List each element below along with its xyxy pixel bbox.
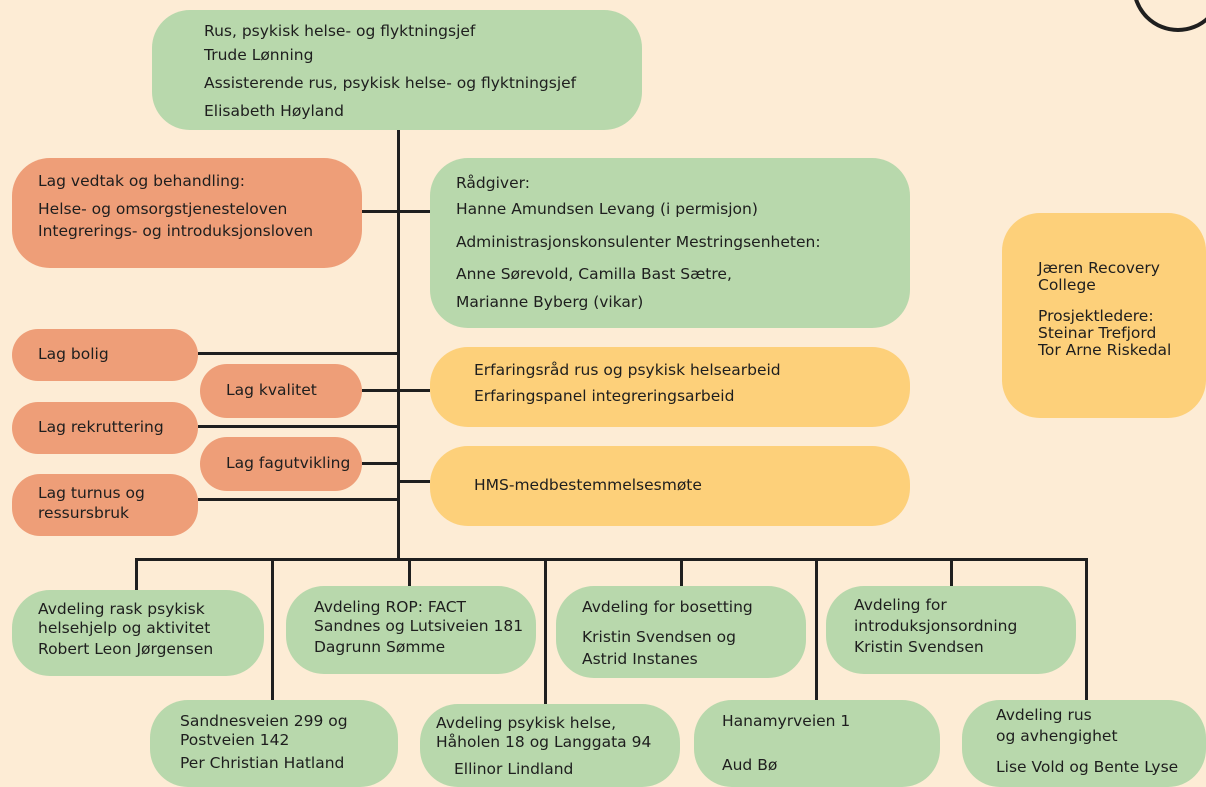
unit-psykisk-title-2: Håholen 18 og Langgata 94 (436, 733, 652, 751)
connector-fagutvikling (362, 462, 398, 465)
unit-hanamyr-name: Aud Bø (722, 756, 778, 774)
unit-rop-box: Avdeling ROP: FACT Sandnes og Lutsiveien… (286, 586, 536, 674)
radgiver-box: Rådgiver: Hanne Amundsen Levang (i permi… (430, 158, 910, 328)
top-assistant-name: Elisabeth Høyland (204, 102, 344, 120)
unit-intro-title-1: Avdeling for (854, 596, 947, 614)
lag-turnus-box: Lag turnus og ressursbruk (12, 474, 198, 536)
radgiver-name: Hanne Amundsen Levang (i permisjon) (456, 200, 758, 218)
lag-kvalitet-label: Lag kvalitet (226, 381, 317, 399)
unit-sandnesveien-name: Per Christian Hatland (180, 754, 345, 772)
college-name-2: Tor Arne Riskedal (1038, 341, 1172, 359)
unit-sandnesveien-title-2: Postveien 142 (180, 731, 290, 749)
college-name-1: Steinar Trefjord (1038, 324, 1157, 342)
unit-psykisk-name: Ellinor Lindland (454, 760, 574, 778)
drop-rus (1085, 558, 1088, 702)
college-role: Prosjektledere: (1038, 307, 1154, 325)
unit-rus-title-2: og avhengighet (996, 727, 1118, 745)
admin-names-2: Marianne Byberg (vikar) (456, 293, 644, 311)
erfaring-box: Erfaringsråd rus og psykisk helsearbeid … (430, 347, 910, 427)
drop-hanamyr (815, 558, 818, 702)
unit-bosetting-title: Avdeling for bosetting (582, 598, 753, 616)
unit-intro-name: Kristin Svendsen (854, 638, 984, 656)
lag-bolig-label: Lag bolig (38, 345, 109, 363)
admin-title: Administrasjonskonsulenter Mestringsenhe… (456, 233, 821, 251)
drop-rask (135, 558, 138, 590)
unit-hanamyr-title: Hanamyrveien 1 (722, 712, 851, 730)
lag-kvalitet-box: Lag kvalitet (200, 364, 362, 418)
unit-psykisk-title-1: Avdeling psykisk helse, (436, 714, 616, 732)
unit-sandnesveien-title-1: Sandnesveien 299 og (180, 712, 348, 730)
unit-hanamyr-box: Hanamyrveien 1 Aud Bø (694, 700, 940, 787)
lag-turnus-label-2: ressursbruk (38, 504, 130, 522)
logo-circle (1132, 0, 1206, 32)
unit-rop-title-1: Avdeling ROP: FACT (314, 598, 467, 616)
unit-intro-title-2: introduksjonsordning (854, 617, 1018, 635)
connector-vedtak (362, 210, 398, 213)
lag-rekruttering-label: Lag rekruttering (38, 418, 164, 436)
unit-rop-title-2: Sandnes og Lutsiveien 181 (314, 617, 524, 635)
unit-rus-box: Avdeling rus og avhengighet Lise Vold og… (962, 700, 1206, 787)
lag-vedtak-box: Lag vedtak og behandling: Helse- og omso… (12, 158, 362, 268)
unit-bosetting-box: Avdeling for bosetting Kristin Svendsen … (556, 586, 806, 678)
unit-rask-title-2: helsehjelp og aktivitet (38, 619, 211, 637)
drop-sandnesveien (271, 558, 274, 708)
vedtak-title: Lag vedtak og behandling: (38, 172, 246, 190)
connector-bolig (198, 352, 398, 355)
vedtak-line1: Helse- og omsorgstjenesteloven (38, 200, 288, 218)
radgiver-title: Rådgiver: (456, 174, 530, 192)
connector-hms (398, 480, 430, 483)
unit-intro-box: Avdeling for introduksjonsordning Kristi… (826, 586, 1076, 674)
recovery-college-box: Jæren Recovery College Prosjektledere: S… (1002, 213, 1206, 418)
unit-rop-name: Dagrunn Sømme (314, 638, 446, 656)
top-title: Rus, psykisk helse- og flyktningsjef (204, 22, 476, 40)
unit-rus-name: Lise Vold og Bente Lyse (996, 758, 1179, 776)
connector-main-vertical (397, 130, 400, 560)
lag-fagutvikling-box: Lag fagutvikling (200, 437, 362, 491)
connector-bottom-horizontal (135, 558, 1087, 561)
erfaring-line1: Erfaringsråd rus og psykisk helsearbeid (474, 361, 781, 379)
connector-kvalitet (362, 389, 398, 392)
lag-bolig-box: Lag bolig (12, 329, 198, 381)
lag-fagutvikling-label: Lag fagutvikling (226, 454, 351, 472)
drop-bosetting (680, 558, 683, 586)
hms-box: HMS-medbestemmelsesmøte (430, 446, 910, 526)
unit-bosetting-name-1: Kristin Svendsen og (582, 628, 736, 646)
top-assistant-title: Assisterende rus, psykisk helse- og flyk… (204, 74, 577, 92)
top-leader-box: Rus, psykisk helse- og flyktningsjef Tru… (152, 10, 642, 130)
lag-turnus-label-1: Lag turnus og (38, 484, 145, 502)
admin-names-1: Anne Sørevold, Camilla Bast Sætre, (456, 265, 732, 283)
hms-label: HMS-medbestemmelsesmøte (474, 476, 702, 494)
connector-turnus (198, 498, 398, 501)
unit-sandnesveien-box: Sandnesveien 299 og Postveien 142 Per Ch… (150, 700, 398, 787)
connector-erfaring (398, 389, 430, 392)
unit-psykisk-box: Avdeling psykisk helse, Håholen 18 og La… (420, 704, 680, 787)
unit-rask-name: Robert Leon Jørgensen (38, 640, 214, 658)
unit-rask-title-1: Avdeling rask psykisk (38, 600, 205, 618)
college-title-2: College (1038, 276, 1096, 294)
unit-rus-title-1: Avdeling rus (996, 706, 1092, 724)
drop-rop (408, 558, 411, 586)
erfaring-line2: Erfaringspanel integreringsarbeid (474, 387, 735, 405)
top-name: Trude Lønning (204, 46, 314, 64)
unit-bosetting-name-2: Astrid Instanes (582, 650, 698, 668)
connector-rekruttering (198, 425, 398, 428)
connector-radgiver (398, 210, 430, 213)
lag-rekruttering-box: Lag rekruttering (12, 402, 198, 454)
vedtak-line2: Integrerings- og introduksjonsloven (38, 222, 314, 240)
drop-intro (950, 558, 953, 586)
drop-psykisk (544, 558, 547, 706)
unit-rask-box: Avdeling rask psykisk helsehjelp og akti… (12, 590, 264, 676)
college-title-1: Jæren Recovery (1038, 259, 1160, 277)
